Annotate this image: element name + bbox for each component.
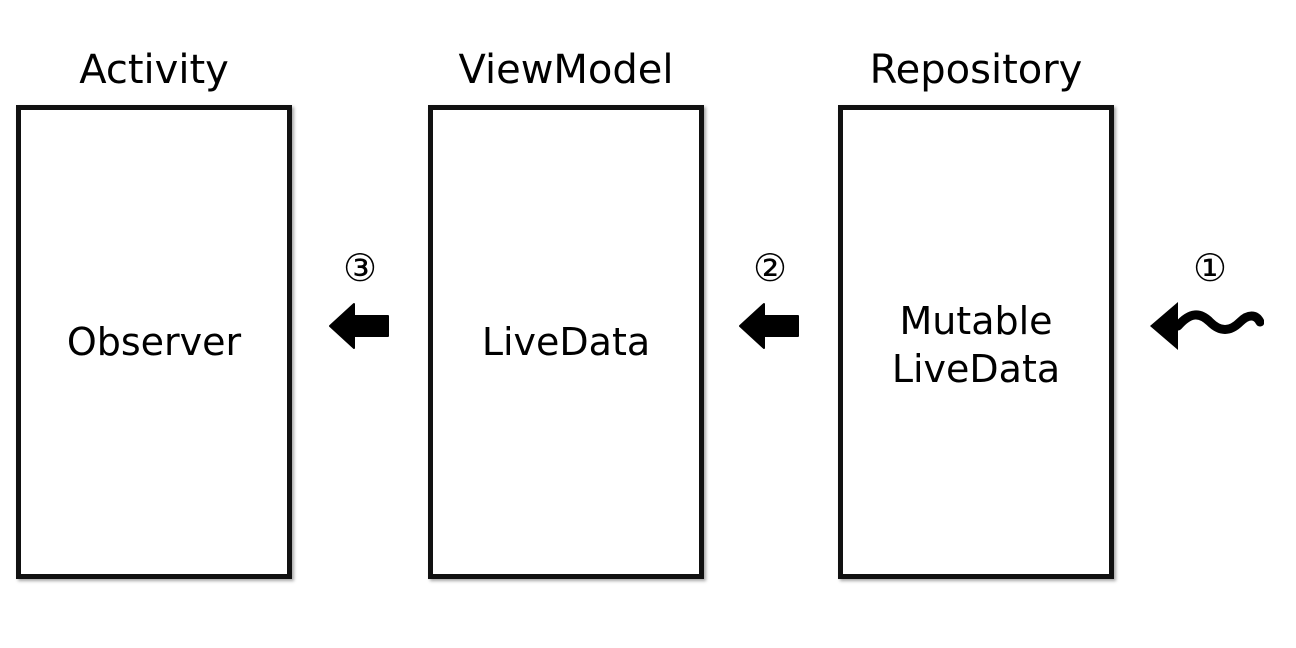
step-2-marker: ② [752, 246, 788, 290]
observer-label: Observer [21, 318, 287, 366]
repository-box: Mutable LiveData [838, 105, 1114, 579]
step-3-marker: ③ [342, 246, 378, 290]
mutable-livedata-label: Mutable LiveData [843, 297, 1109, 393]
mutable-livedata-line-1: Mutable [899, 299, 1053, 343]
observer-label-line: Observer [66, 320, 242, 364]
livedata-label-line: LiveData [481, 320, 651, 364]
activity-title: Activity [79, 47, 229, 93]
activity-box: Observer [16, 105, 292, 579]
left-arrow-icon [328, 302, 392, 350]
repository-title: Repository [869, 47, 1083, 93]
viewmodel-box: LiveData [428, 105, 704, 579]
wavy-left-arrow-icon [1148, 298, 1264, 354]
livedata-label: LiveData [433, 318, 699, 366]
viewmodel-title: ViewModel [458, 47, 674, 93]
left-arrow-icon [738, 302, 802, 350]
mutable-livedata-line-2: LiveData [891, 347, 1061, 391]
step-1-marker: ① [1192, 246, 1228, 290]
